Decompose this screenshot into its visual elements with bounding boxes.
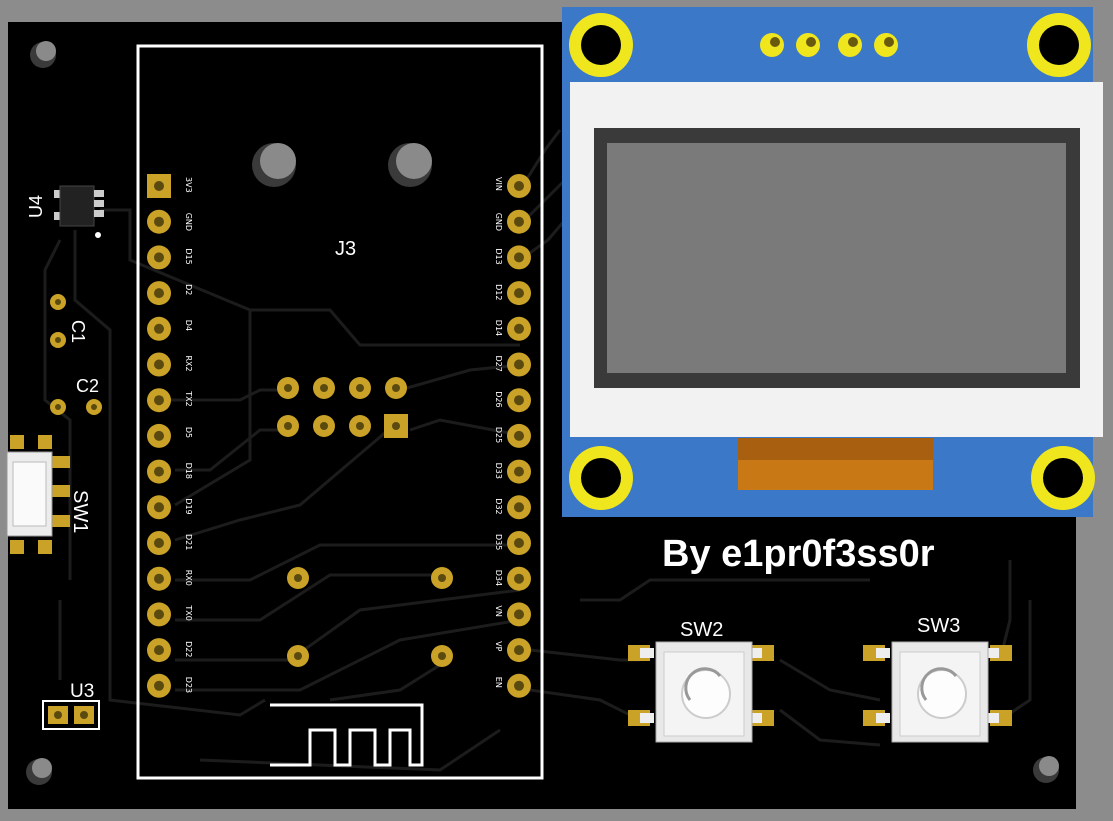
sw3-reference: SW3 — [917, 615, 960, 637]
left-pin-label: D5 — [184, 427, 193, 438]
u3-reference: U3 — [70, 681, 94, 702]
center-header — [277, 377, 408, 438]
right-pin-label: VIN — [494, 177, 503, 191]
left-pin-label: D21 — [184, 534, 193, 550]
left-pin-d15: D15 — [147, 245, 193, 270]
u4-reference: U4 — [26, 195, 46, 218]
oled-display-module — [562, 7, 1103, 517]
right-pin-vn: VN — [494, 602, 531, 627]
right-pin-vp: VP — [494, 638, 531, 663]
right-pin-label: D13 — [494, 248, 503, 264]
left-pin-label: D22 — [184, 641, 193, 657]
u4-component: U4 — [26, 185, 104, 238]
left-pin-tx2: TX2 — [147, 388, 193, 413]
u3-component: U3 — [42, 681, 100, 730]
right-pin-d13: D13 — [494, 245, 531, 270]
c2-reference: C2 — [76, 376, 99, 396]
left-pin-label: D2 — [184, 284, 193, 295]
left-pin-d21: D21 — [147, 531, 193, 555]
left-pin-d2: D2 — [147, 281, 193, 306]
right-pin-label: D27 — [494, 356, 503, 372]
right-pin-label: VN — [494, 605, 503, 616]
right-pin-d14: D14 — [494, 316, 531, 341]
right-pin-label: D33 — [494, 463, 503, 479]
j3-reference: J3 — [335, 238, 356, 260]
left-pin-label: D19 — [184, 498, 193, 514]
sw3-pushbutton: SW3 — [863, 615, 1012, 743]
right-pin-label: D35 — [494, 534, 503, 550]
c1-reference: C1 — [68, 320, 88, 343]
oled-mounting-holes — [569, 13, 1095, 510]
right-pin-label: D34 — [494, 570, 503, 586]
right-pin-d12: D12 — [494, 281, 531, 306]
right-pin-d34: D34 — [494, 566, 531, 591]
j3-footprint: J3 — [136, 44, 544, 780]
right-pin-d26: D26 — [494, 388, 531, 413]
right-pin-gnd: GND — [494, 209, 531, 234]
right-pin-label: D14 — [494, 320, 503, 336]
sw2-pushbutton: SW2 — [628, 619, 774, 743]
left-pin-rx2: RX2 — [147, 352, 193, 377]
left-pin-label: D4 — [184, 320, 193, 331]
right-pin-label: D12 — [494, 284, 503, 300]
right-pin-label: D25 — [494, 427, 503, 443]
left-pin-d19: D19 — [147, 495, 193, 520]
left-pin-label: GND — [184, 213, 193, 231]
left-pin-label: TX2 — [184, 390, 193, 406]
right-pin-d27: D27 — [494, 352, 531, 377]
right-pin-d33: D33 — [494, 459, 531, 484]
left-pin-d5: D5 — [147, 423, 193, 448]
left-pin-label: D18 — [184, 463, 193, 479]
left-pin-d23: D23 — [147, 673, 193, 698]
left-pin-label: 3V3 — [184, 177, 193, 193]
sw1-reference: SW1 — [69, 490, 91, 533]
left-pin-label: D23 — [184, 677, 193, 693]
left-pin-label: D15 — [184, 248, 193, 264]
left-pin-rx0: RX0 — [147, 566, 193, 591]
left-pin-tx0: TX0 — [147, 602, 193, 627]
left-pin-d4: D4 — [147, 316, 193, 341]
left-pin-d22: D22 — [147, 638, 193, 663]
right-pin-d25: D25 — [494, 423, 531, 448]
right-pin-label: EN — [494, 677, 503, 688]
author-credit: By e1pr0f3ss0r — [662, 533, 935, 575]
right-pin-label: D32 — [494, 498, 503, 514]
c1-c2-components: C1 C2 — [50, 294, 102, 415]
oled-header-pins — [760, 33, 898, 57]
right-pin-en: EN — [494, 673, 531, 698]
right-pin-d32: D32 — [494, 495, 531, 520]
left-pin-d18: D18 — [147, 459, 193, 484]
right-pin-label: D26 — [494, 391, 503, 407]
left-pin-gnd: GND — [147, 209, 193, 234]
misc-pads — [287, 567, 453, 667]
sw1-switch: SW1 — [6, 435, 91, 554]
sw2-reference: SW2 — [680, 619, 723, 641]
right-pin-label: VP — [494, 641, 503, 651]
right-pin-label: GND — [494, 213, 503, 231]
mounting-holes — [26, 41, 1059, 785]
left-pin-label: RX2 — [184, 356, 193, 372]
left-pin-label: TX0 — [184, 604, 193, 620]
right-pin-d35: D35 — [494, 531, 531, 555]
antenna-trace — [270, 703, 424, 767]
left-pin-label: RX0 — [184, 570, 193, 586]
left-pin-3v3: 3V3 — [147, 174, 193, 198]
right-pin-vin: VIN — [494, 174, 531, 198]
